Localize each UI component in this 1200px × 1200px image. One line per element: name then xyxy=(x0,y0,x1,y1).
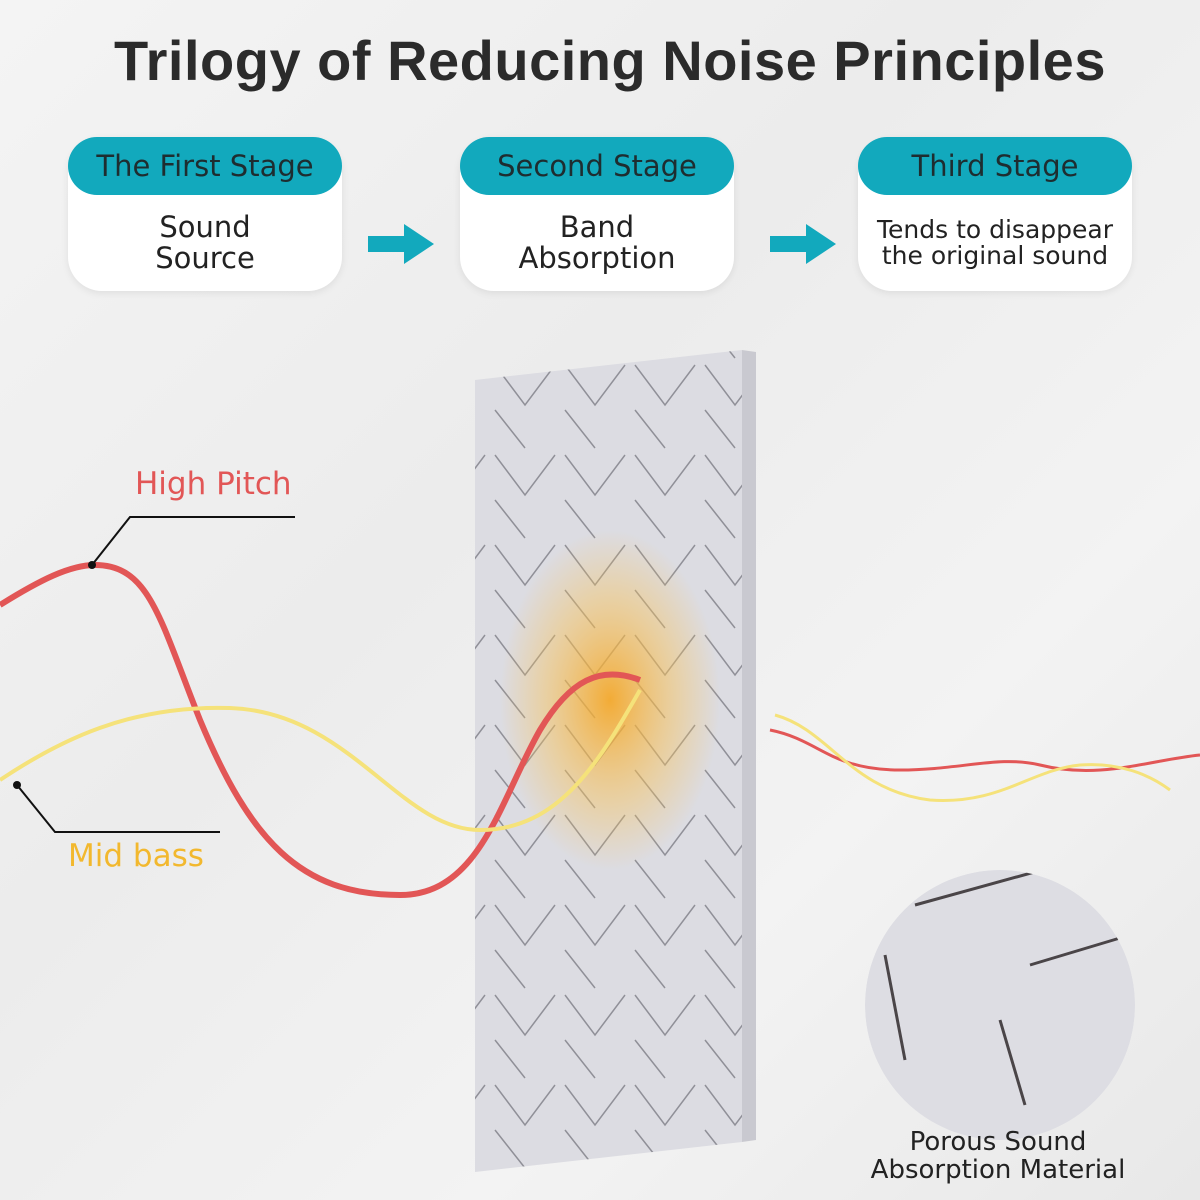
stage-card-first: The First Stage Sound Source xyxy=(68,137,342,291)
page-title: Trilogy of Reducing Noise Principles xyxy=(114,29,1106,92)
acoustic-panel xyxy=(475,350,756,1172)
high-pitch-label: High Pitch xyxy=(135,466,292,502)
stage-card-third: Third Stage Tends to disappear the origi… xyxy=(858,137,1132,291)
mid-bass-wave-reduced xyxy=(774,713,1171,802)
stage-header: Third Stage xyxy=(858,137,1132,195)
stage-header: Second Stage xyxy=(460,137,734,195)
stage-body: Sound Source xyxy=(155,210,255,275)
stage-card-second: Second Stage Band Absorption xyxy=(460,137,734,291)
arrow-right-icon xyxy=(368,224,434,264)
arrow-right-icon xyxy=(770,224,836,264)
stage-body: Band Absorption xyxy=(518,210,676,275)
material-closeup xyxy=(865,870,1135,1140)
stage-body: Tends to disappear the original sound xyxy=(876,215,1113,270)
high-pitch-callout-line xyxy=(91,516,295,566)
material-label: Porous Sound Absorption Material xyxy=(870,1127,1126,1185)
stage-header: The First Stage xyxy=(68,137,342,195)
mid-bass-label: Mid bass xyxy=(68,838,204,874)
mid-bass-wave xyxy=(0,689,642,833)
mid-bass-callout-line xyxy=(16,784,220,833)
